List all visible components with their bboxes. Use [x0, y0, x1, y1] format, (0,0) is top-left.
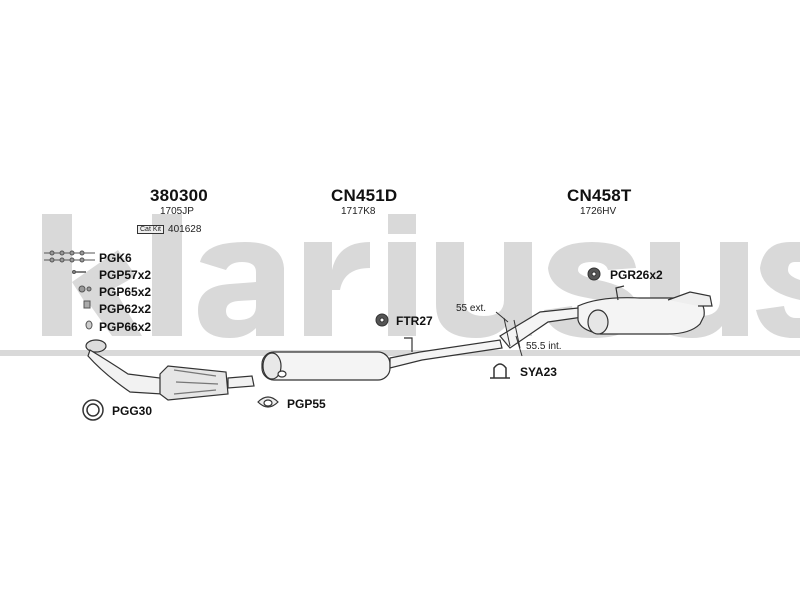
center-muffler [261, 337, 503, 381]
spring-icon [83, 300, 91, 309]
sub-number-1717k8: 1717K8 [341, 206, 376, 217]
fitting-label-pgp66: PGP66x2 [99, 320, 152, 334]
part-number-380300: 380300 [150, 186, 208, 205]
catalytic-converter-pipe [85, 339, 255, 401]
sub-number-1705jp: 1705JP [160, 206, 194, 217]
fitting-label-pgp55: PGP55 [287, 397, 326, 411]
dimension-marks [495, 311, 523, 357]
rear-muffler [499, 285, 713, 349]
fitting-label-pgg30: PGG30 [112, 404, 153, 418]
nut-icon [78, 285, 92, 293]
fitting-label-pgr26: PGR26x2 [610, 268, 663, 282]
rubber-ftr27-icon [375, 313, 389, 327]
dimension-int-label: 55.5 int. [526, 341, 562, 352]
dimension-ext-label: 55 ext. [456, 303, 487, 314]
fittings-icons [44, 250, 95, 330]
fitting-label-sya23: SYA23 [520, 365, 557, 379]
fitting-label-pgk6: PGK6 [99, 251, 132, 265]
bolt-icon [72, 270, 86, 274]
fitting-label-pgp65: PGP65x2 [99, 285, 152, 299]
rubber-pgr26-icon [587, 267, 601, 281]
gasket-pgg30-icon [82, 399, 104, 421]
bolt-kit-icon [44, 250, 95, 263]
part-number-cn451d: CN451D [331, 186, 398, 205]
fitting-label-pgp57: PGP57x2 [99, 268, 152, 282]
part-number-cn458t: CN458T [567, 186, 632, 205]
sub-number-1726hv: 1726HV [580, 206, 617, 217]
fitting-label-pgp62: PGP62x2 [99, 302, 152, 316]
catkit-badge: Cat Kit [137, 225, 165, 234]
catkit-number: 401628 [168, 224, 202, 235]
fitting-label-ftr27: FTR27 [396, 314, 433, 328]
gasket-pgp55-icon [257, 396, 279, 408]
clamp-sya23-icon [490, 363, 510, 379]
washer-icon [85, 320, 93, 330]
